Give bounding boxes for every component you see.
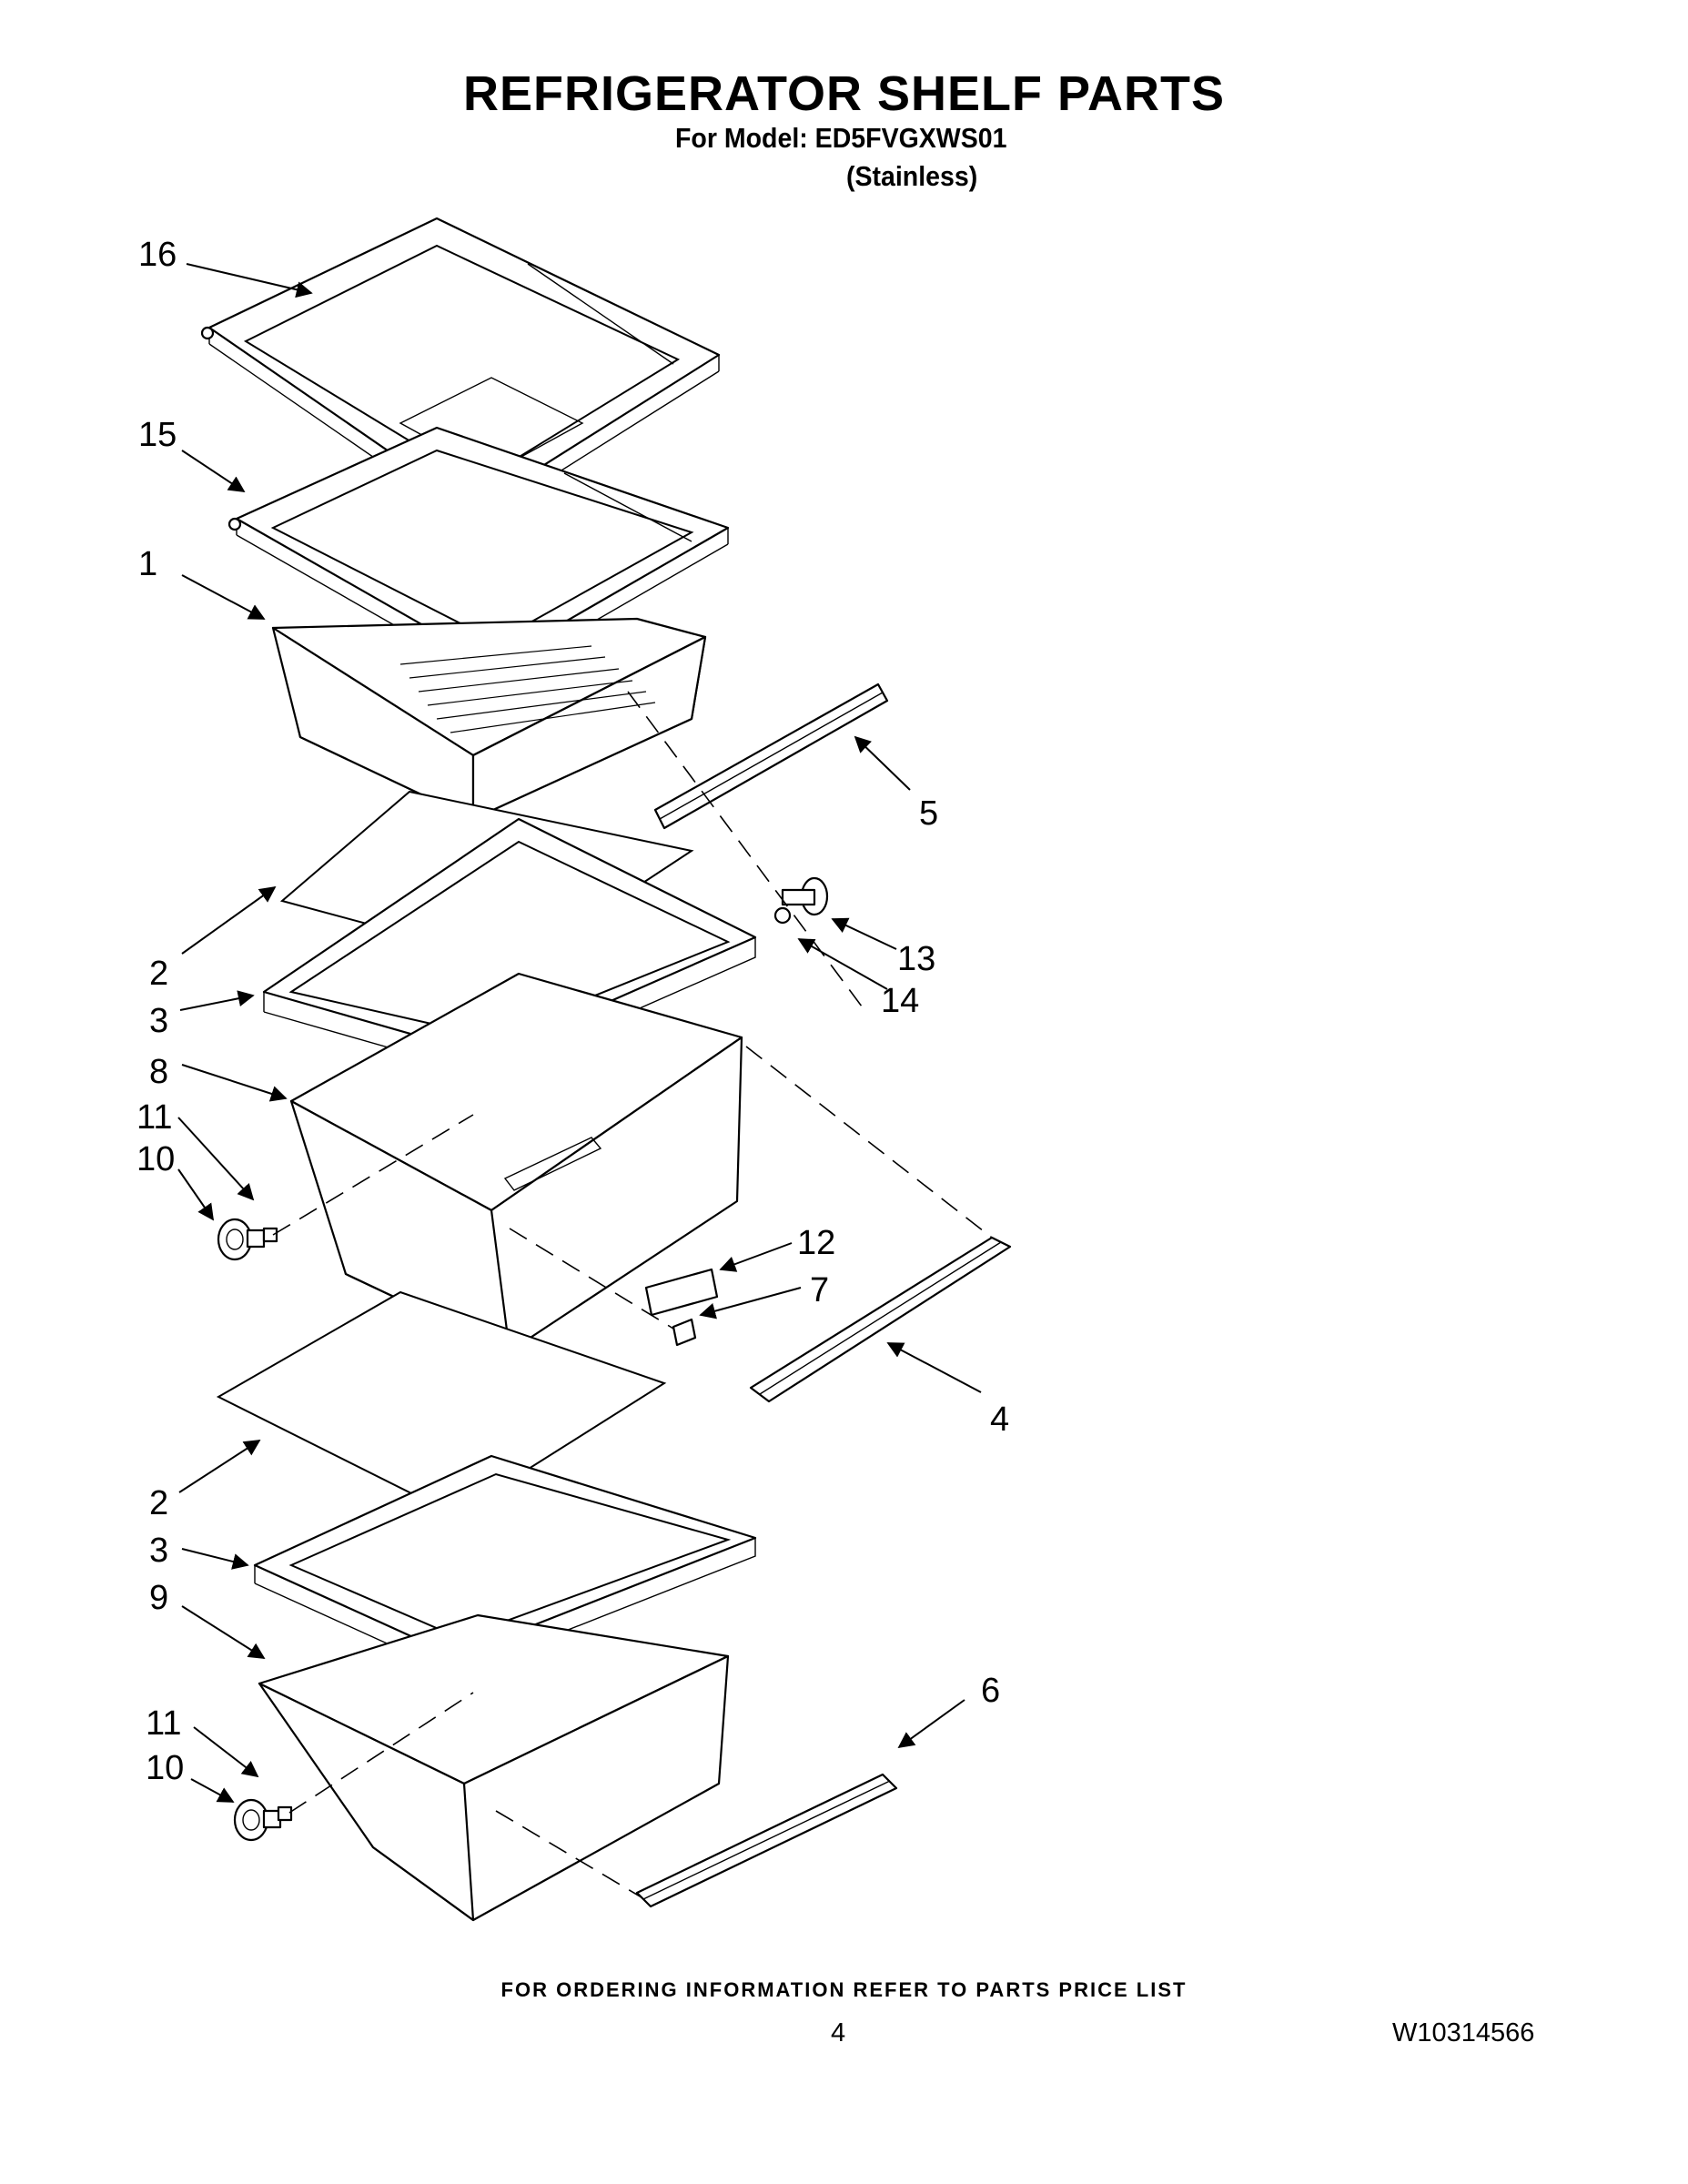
callout-11-upper: 11 <box>136 1098 172 1137</box>
page-title: REFRIGERATOR SHELF PARTS <box>462 66 1226 121</box>
part-11-screw-lower <box>277 1805 293 1822</box>
ordering-note: FOR ORDERING INFORMATION REFER TO PARTS … <box>500 1978 1188 2001</box>
callout-15: 15 <box>138 416 177 454</box>
callout-10-upper: 10 <box>136 1140 175 1178</box>
part-12-label <box>644 1268 719 1317</box>
callout-8: 8 <box>149 1053 168 1091</box>
page-number: 4 <box>831 2018 846 2048</box>
callout-2-upper: 2 <box>149 955 168 993</box>
part-10-roller-lower <box>233 1798 282 1842</box>
callout-6: 6 <box>981 1672 1000 1710</box>
part-10-roller-upper <box>217 1218 266 1261</box>
callout-11-lower: 11 <box>146 1704 181 1743</box>
finish-line: (Stainless) <box>846 160 978 192</box>
callout-10-lower: 10 <box>146 1749 184 1787</box>
callout-9: 9 <box>149 1579 168 1617</box>
part-13-roller <box>781 876 829 916</box>
part-2-glass-lower <box>216 1290 667 1517</box>
callout-7: 7 <box>810 1271 829 1309</box>
part-11-screw-upper <box>262 1227 278 1243</box>
part-8-drawer-upper <box>289 972 743 1353</box>
callout-labels: 16 15 1 5 2 3 8 11 10 13 14 12 7 4 2 3 9… <box>136 236 1009 1787</box>
callout-16: 16 <box>138 236 177 274</box>
part-14-screw <box>773 906 792 925</box>
callout-12: 12 <box>797 1224 835 1262</box>
part-3-frame-lower <box>253 1454 757 1675</box>
part-1-pan <box>271 617 707 821</box>
callout-5: 5 <box>919 794 938 833</box>
part-4-trim <box>749 1236 1012 1403</box>
leader-arrows <box>177 263 982 1803</box>
part-9-drawer-lower <box>258 1613 730 1922</box>
callout-13: 13 <box>897 940 935 978</box>
assembly-dashes <box>272 691 993 1898</box>
callout-1: 1 <box>138 545 157 583</box>
callout-14: 14 <box>881 982 919 1020</box>
part-7-clip <box>672 1318 697 1347</box>
document-number: W10314566 <box>1392 2018 1535 2048</box>
callout-2-lower: 2 <box>149 1484 168 1522</box>
callout-3-lower: 3 <box>149 1532 168 1570</box>
callout-4: 4 <box>990 1400 1009 1439</box>
model-line: For Model: ED5FVGXWS01 <box>675 122 1007 154</box>
part-5-trim <box>653 682 889 830</box>
part-6-trim <box>635 1773 898 1908</box>
callout-3-upper: 3 <box>149 1002 168 1040</box>
